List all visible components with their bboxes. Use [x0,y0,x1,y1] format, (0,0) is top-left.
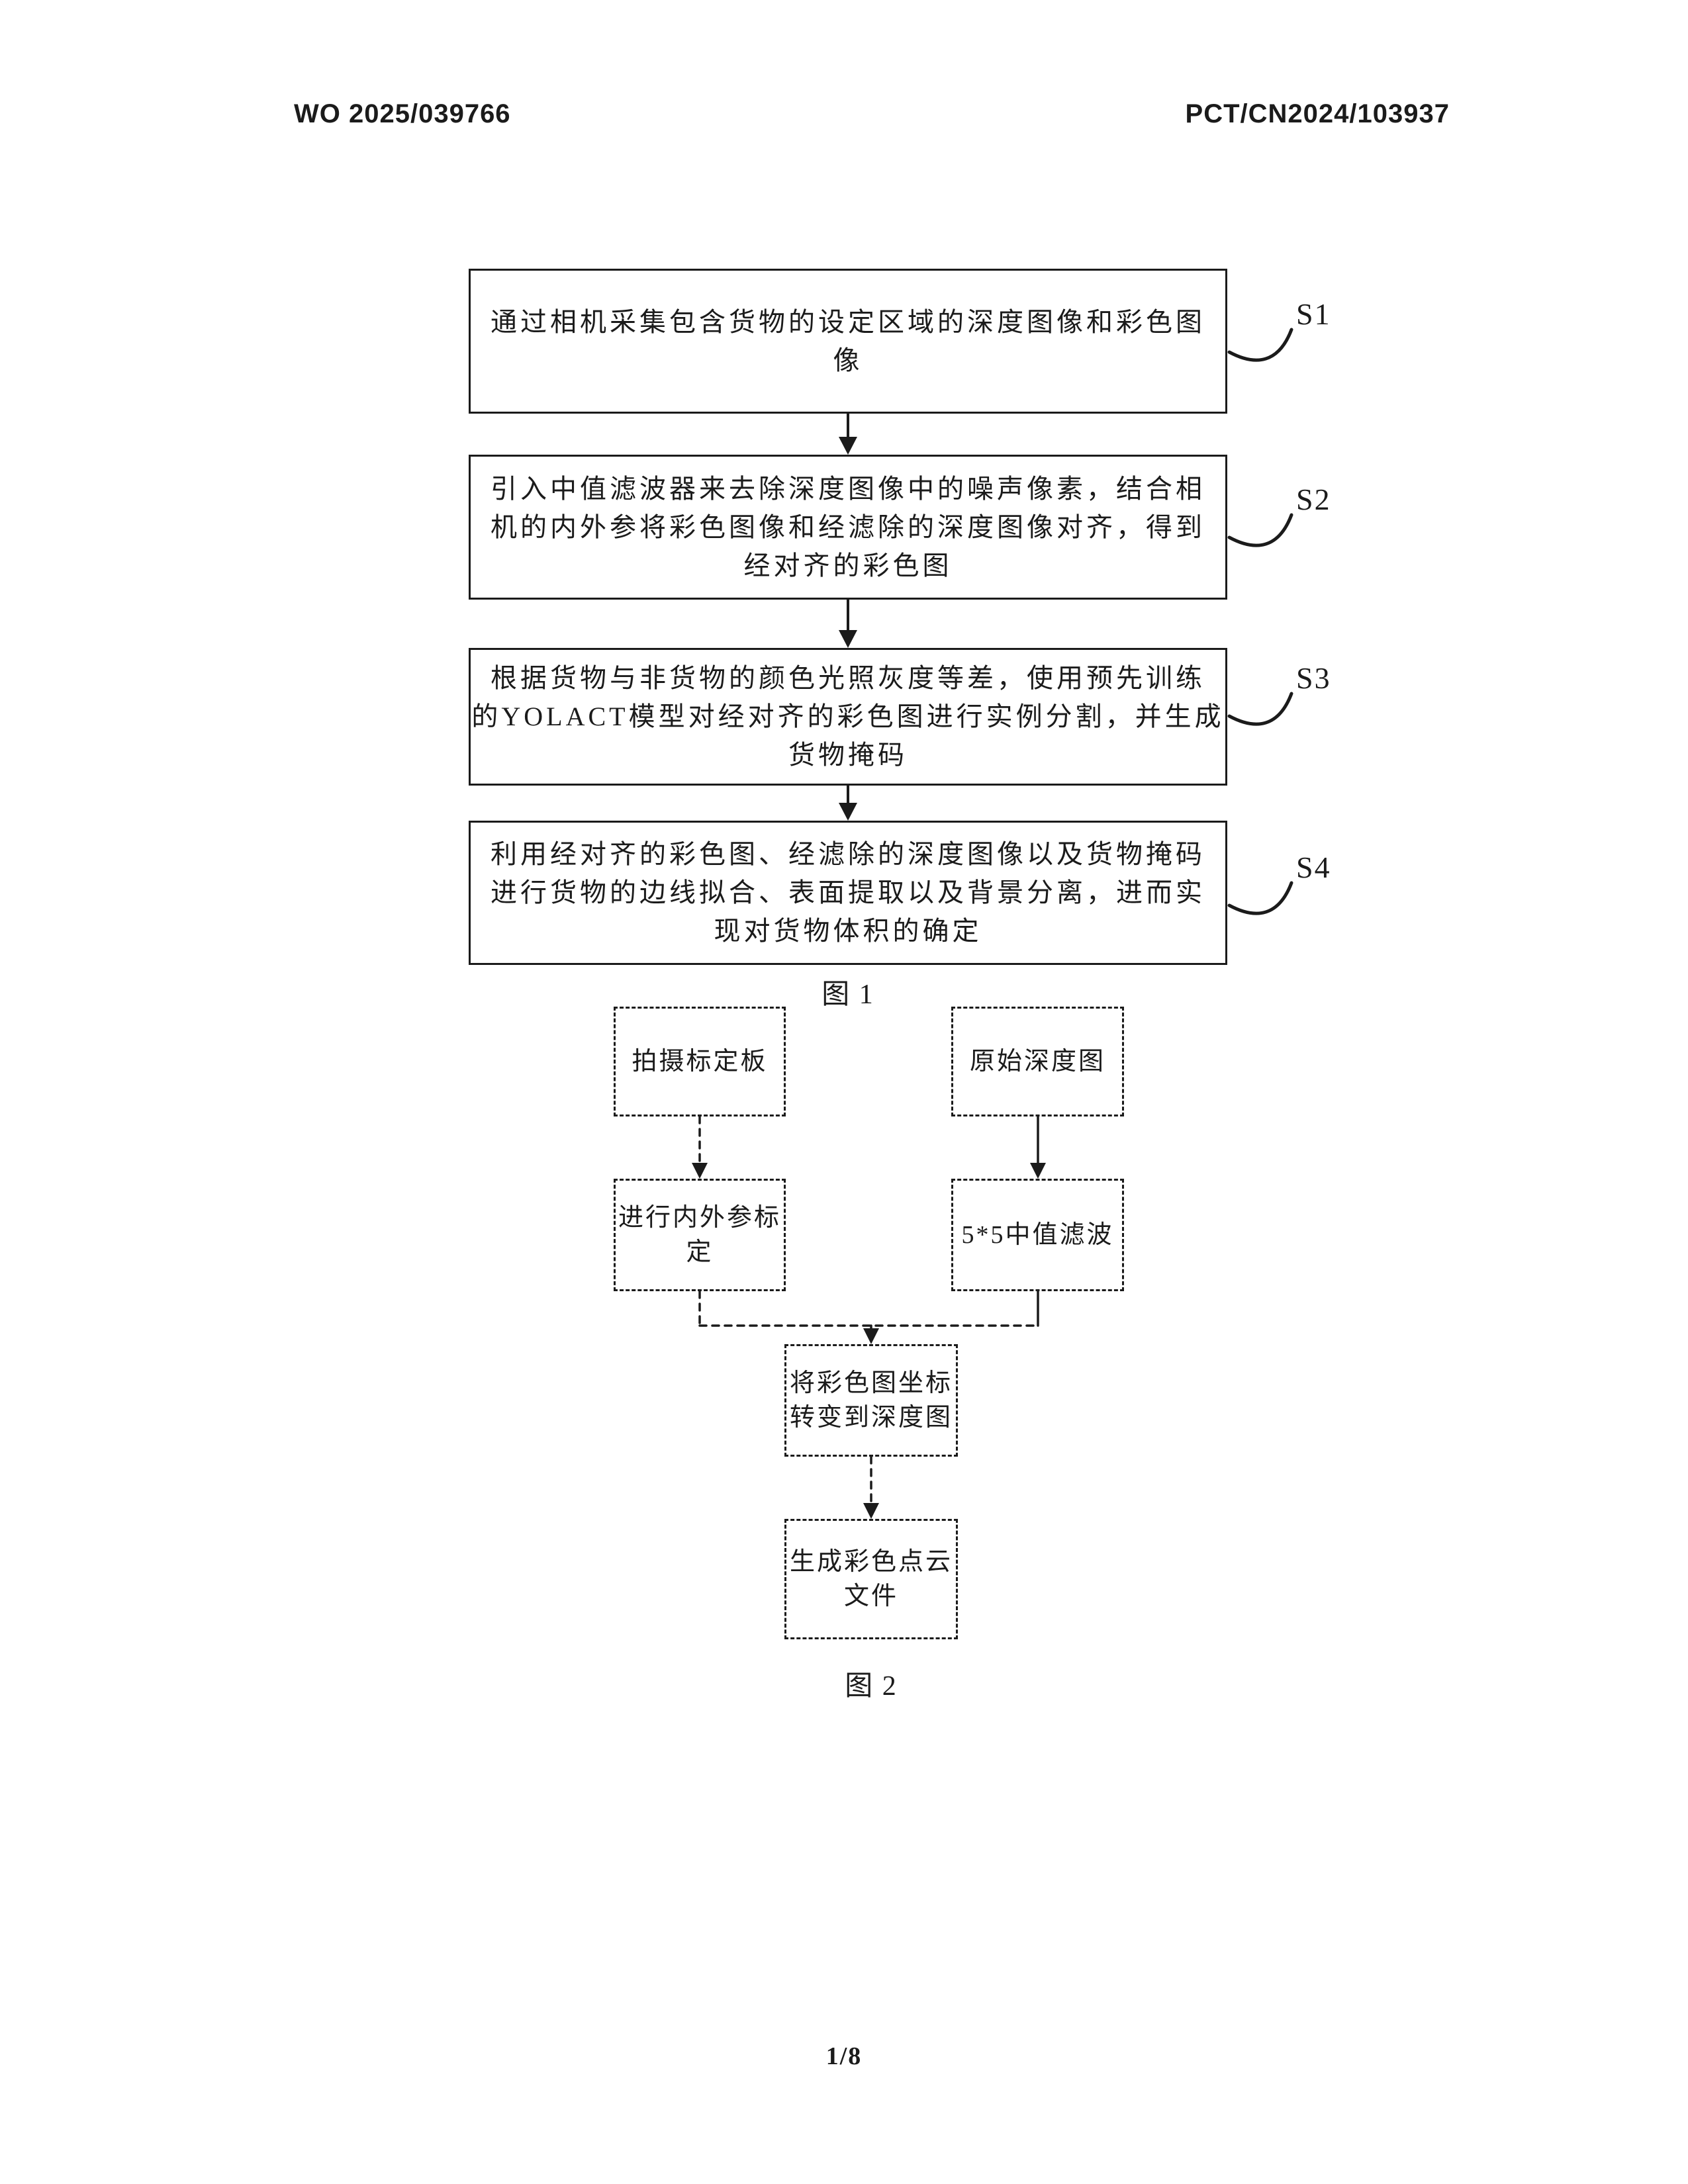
connector-s1 [1227,328,1293,362]
node-median-filter-label: 5*5中值滤波 [961,1221,1114,1249]
connector-s4 [1227,881,1293,915]
arrow-s3-s4-head [839,803,857,821]
step-label-s1: S1 [1296,297,1331,331]
publication-number: WO 2025/039766 [294,99,511,128]
node-calibration-line: 进行内外参标 [618,1204,781,1232]
arrow-s2-s3-head [839,630,857,648]
step-label-s3: S3 [1296,661,1331,695]
fig2-connectors [692,1115,1046,1519]
node-pointcloud-line: 生成彩色点云 [789,1548,953,1576]
arrow-rawdepth-median-head [1030,1163,1046,1179]
page-number: 1/8 [825,2042,863,2070]
node-transform-line: 将彩色图坐标 [789,1369,953,1397]
node-capture-board-label: 拍摄标定板 [632,1048,768,1075]
arrow-merge-transform-head [863,1328,879,1344]
step-box-s2: 引入中值滤波器来去除深度图像中的噪声像素，结合相 机的内外参将彩色图像和经滤除的… [469,455,1227,600]
node-pointcloud-line: 文件 [843,1582,898,1610]
step-s4-line: 现对货物体积的确定 [714,916,982,946]
arrow-s1-s2-head [839,437,857,455]
step-box-s4: 利用经对齐的彩色图、经滤除的深度图像以及货物掩码 进行货物的边线拟合、表面提取以… [469,821,1227,965]
step-label-connectors [1227,328,1293,915]
step-s3-line: 的YOLACT模型对经对齐的彩色图进行实例分割，并生成 [471,702,1225,731]
step-label-s4: S4 [1296,850,1331,884]
step-s2-line: 经对齐的彩色图 [743,550,953,580]
node-capture-board: 拍摄标定板 [614,1007,786,1116]
node-calibration-line: 定 [686,1238,714,1266]
arrow-transform-pointcloud-head [863,1503,879,1519]
node-transform-line: 转变到深度图 [789,1404,953,1432]
node-intrinsic-extrinsic-calibration: 进行内外参标 定 [614,1179,786,1291]
application-number: PCT/CN2024/103937 [1185,99,1450,128]
step-s2-line: 机的内外参将彩色图像和经滤除的深度图像对齐，得到 [491,512,1205,542]
figure1-caption: 图 1 [821,979,874,1010]
step-s2-line: 引入中值滤波器来去除深度图像中的噪声像素，结合相 [491,473,1205,504]
connector-s3 [1227,692,1293,726]
step-box-s3: 根据货物与非货物的颜色光照灰度等差，使用预先训练 的YOLACT模型对经对齐的彩… [469,648,1227,786]
step-s1-line: 像 [833,345,863,375]
step-s4-line: 利用经对齐的彩色图、经滤除的深度图像以及货物掩码 [491,839,1205,869]
step-s3-line: 货物掩码 [788,740,908,770]
step-box-s1: 通过相机采集包含货物的设定区域的深度图像和彩色图 像 [469,269,1227,414]
figure2-caption: 图 2 [845,1671,898,1702]
node-raw-depth-map: 原始深度图 [951,1007,1124,1116]
step-s1-line: 通过相机采集包含货物的设定区域的深度图像和彩色图 [491,306,1205,337]
step-s4-line: 进行货物的边线拟合、表面提取以及背景分离，进而实 [491,878,1205,907]
node-color-to-depth-transform: 将彩色图坐标 转变到深度图 [784,1344,958,1457]
node-median-filter: 5*5中值滤波 [951,1179,1124,1291]
step-s3-line: 根据货物与非货物的颜色光照灰度等差，使用预先训练 [491,663,1205,693]
arrow-capture-calibrate-head [692,1163,708,1179]
connector-s2 [1227,513,1293,547]
node-point-cloud-file: 生成彩色点云 文件 [784,1519,958,1639]
node-raw-depth-map-label: 原始深度图 [969,1048,1105,1075]
step-label-s2: S2 [1296,482,1331,516]
